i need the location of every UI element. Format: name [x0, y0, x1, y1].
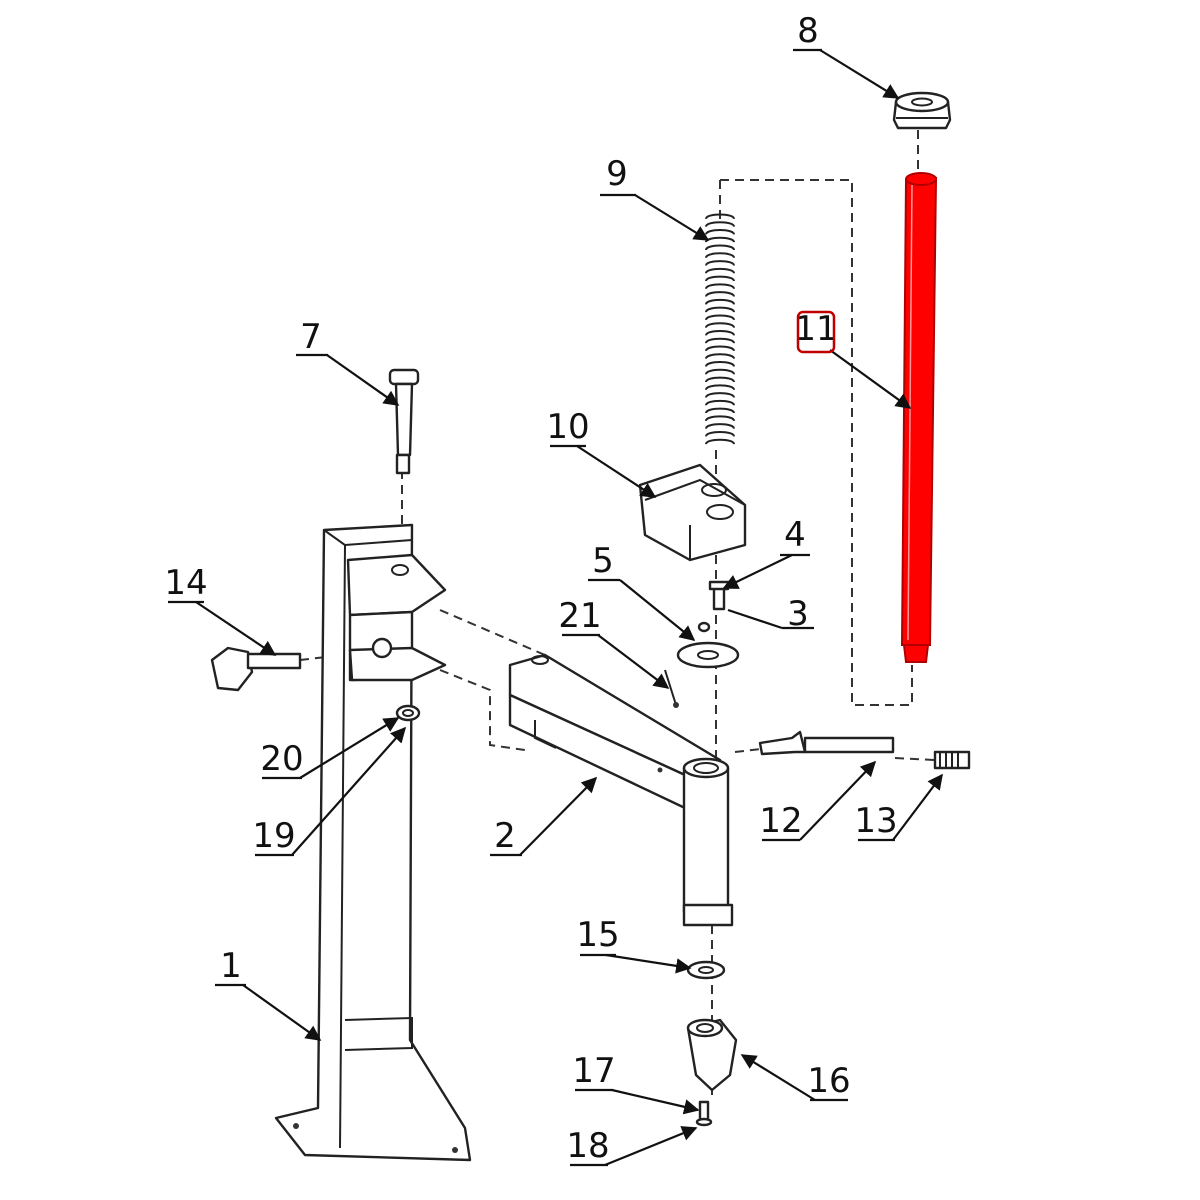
callout-13[interactable]: 13 [854, 801, 897, 841]
spring-coil [705, 345, 735, 352]
callout-3[interactable]: 3 [787, 594, 809, 634]
callout-16[interactable]: 16 [807, 1061, 850, 1101]
part-13-threaded-end [933, 750, 971, 770]
callout-5[interactable]: 5 [592, 541, 614, 581]
part-19-20-set-screw [395, 704, 421, 722]
part-11-tube-highlighted [900, 172, 938, 663]
spring-coil [705, 376, 735, 383]
callout-11[interactable]: 11 [794, 309, 837, 349]
part-12-shaft [758, 730, 895, 756]
spring-coil [705, 314, 735, 321]
callout-21[interactable]: 21 [558, 596, 601, 636]
spring-coil [705, 337, 735, 344]
spring-coil [705, 368, 735, 375]
part-9-spring [705, 213, 735, 445]
part-10-block [638, 463, 747, 562]
callout-18[interactable]: 18 [566, 1126, 609, 1166]
spring-coil [705, 283, 735, 290]
spring-coil [705, 438, 735, 445]
part-7-pin [388, 368, 420, 475]
spring-coil [705, 275, 735, 282]
callout-4[interactable]: 4 [784, 515, 806, 555]
spring-coil [705, 415, 735, 422]
callout-20[interactable]: 20 [260, 739, 303, 779]
callout-labels: 8 9 11 7 10 4 5 3 21 14 20 19 2 12 13 15 [164, 11, 898, 1167]
spring-coil [705, 267, 735, 274]
spring-coil [705, 298, 735, 305]
part-21-small-pin [664, 669, 679, 708]
vertical-tube [682, 757, 734, 927]
spring-coil [705, 221, 735, 228]
callout-17[interactable]: 17 [572, 1051, 615, 1091]
part-15-washer [686, 960, 726, 980]
spring-coil [705, 430, 735, 437]
spring-coil [705, 236, 735, 243]
part-3-4-screw [708, 580, 730, 611]
part-17-18-bits [695, 1100, 713, 1127]
callout-2[interactable]: 2 [494, 816, 516, 856]
callout-15[interactable]: 15 [576, 915, 619, 955]
spring-coil [705, 329, 735, 336]
spring-coil [705, 392, 735, 399]
part-1-main-column [274, 523, 472, 1162]
spring-coil [705, 322, 735, 329]
column-bracket [346, 553, 447, 682]
spring-coil [705, 353, 735, 360]
part-16-collar [686, 1018, 738, 1092]
spring-coil [705, 291, 735, 298]
callout-19[interactable]: 19 [252, 816, 295, 856]
spring-coil [705, 244, 735, 251]
spring-coil [705, 407, 735, 414]
spring-coil [705, 384, 735, 391]
callout-11-highlight-box [796, 310, 836, 354]
callout-1[interactable]: 1 [220, 946, 242, 986]
spring-coil [705, 361, 735, 367]
spring-coil [705, 260, 735, 266]
callout-9[interactable]: 9 [606, 154, 628, 194]
callout-12[interactable]: 12 [759, 801, 802, 841]
spring-coil [705, 306, 735, 313]
part-8-cap [892, 91, 952, 130]
spring-coil [705, 213, 735, 220]
callout-10[interactable]: 10 [546, 407, 589, 447]
part-5-plate [676, 621, 740, 669]
callout-14[interactable]: 14 [164, 563, 207, 603]
spring-coil [705, 229, 735, 235]
callout-8[interactable]: 8 [797, 11, 819, 51]
spring-coil [705, 423, 735, 430]
callout-7[interactable]: 7 [300, 317, 322, 357]
spring-coil [705, 399, 735, 406]
leader-lines [195, 49, 943, 1167]
spring-coil [705, 252, 735, 259]
part-14-handle-bolt [210, 646, 302, 692]
